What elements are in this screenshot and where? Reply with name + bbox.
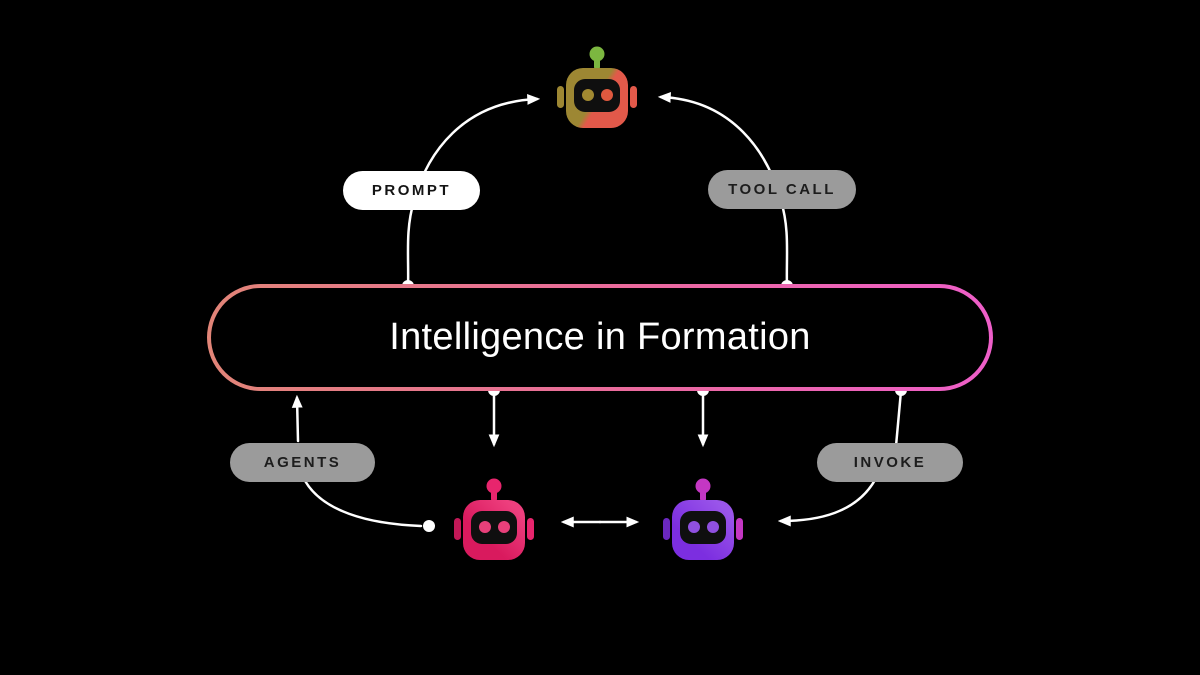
edge-agents-to-box — [291, 394, 303, 443]
eye-right — [498, 521, 510, 533]
box-title: Intelligence in Formation — [389, 316, 811, 358]
edge-pink-agent-to-agents — [301, 475, 423, 528]
ear-left — [557, 86, 564, 108]
intelligence-box-inner: Intelligence in Formation — [211, 288, 989, 387]
ear-left — [454, 518, 461, 540]
agents-pill-label: AGENTS — [263, 454, 342, 471]
robot-face — [574, 79, 620, 112]
connection-dot — [423, 520, 435, 532]
invoke-pill-label: INVOKE — [853, 454, 927, 471]
prompt-pill-label: PROMPT — [371, 182, 452, 199]
intelligence-box: Intelligence in Formation — [207, 284, 993, 391]
invoke-pill: INVOKE — [817, 443, 963, 482]
eye-left — [479, 521, 491, 533]
edge-box-to-invoke — [894, 389, 903, 448]
tool-call-pill: TOOL CALL — [708, 170, 856, 209]
ear-left — [663, 518, 670, 540]
ear-right — [630, 86, 637, 108]
antenna-ball — [486, 478, 502, 494]
antenna-ball — [589, 46, 605, 62]
antenna-ball — [695, 478, 711, 494]
ear-right — [527, 518, 534, 540]
eye-left — [688, 521, 700, 533]
robot-face — [471, 511, 517, 544]
robot-face — [680, 511, 726, 544]
llm-robot-icon — [557, 46, 637, 128]
eye-right — [601, 89, 613, 101]
eye-right — [707, 521, 719, 533]
edge-invoke-to-purple-agent — [777, 478, 877, 527]
agent-robot-purple-icon — [663, 478, 743, 560]
agent-robot-pink-icon — [454, 478, 534, 560]
eye-left — [582, 89, 594, 101]
tool-call-pill-label: TOOL CALL — [728, 181, 836, 198]
agents-pill: AGENTS — [230, 443, 375, 482]
ear-right — [736, 518, 743, 540]
prompt-pill: PROMPT — [343, 171, 480, 210]
